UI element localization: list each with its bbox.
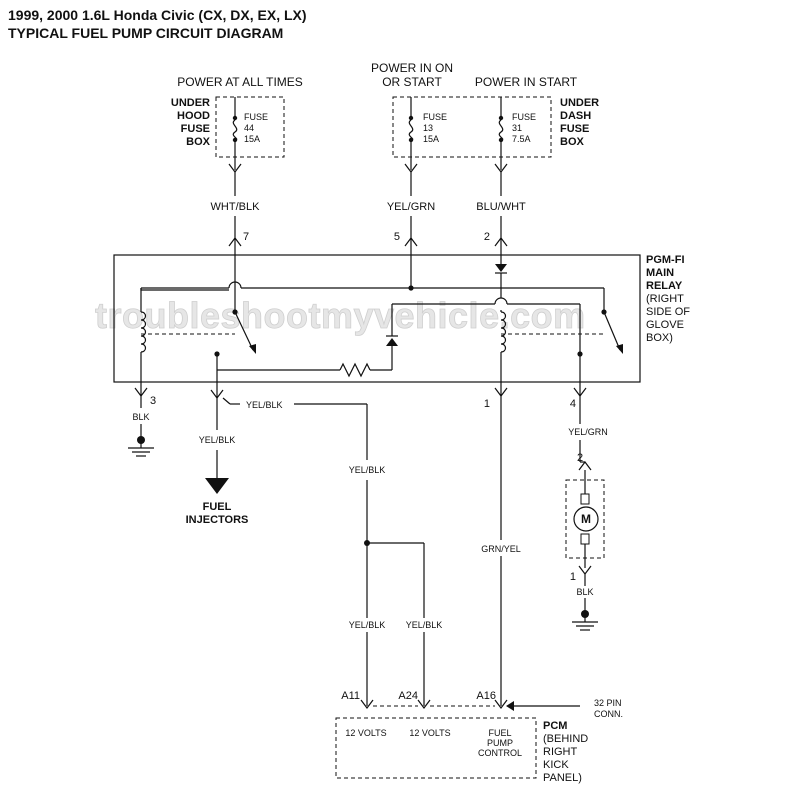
svg-text:RELAY: RELAY [646,280,683,292]
pump-pin-1: 1 [570,571,576,583]
svg-text:15A: 15A [423,134,439,144]
pcm-pin-a11: A11 [341,690,360,702]
wire-label-grn-yel: GRN/YEL [481,544,521,554]
title-line-1: 1999, 2000 1.6L Honda Civic (CX, DX, EX,… [8,7,307,23]
wire-yel-grn-top [404,157,418,255]
wire-label-yel-grn-top: YEL/GRN [387,201,435,213]
svg-text:7.5A: 7.5A [512,134,531,144]
svg-text:FUEL: FUEL [488,728,511,738]
relay-pin-3: 3 [150,395,156,407]
wire-label-yel-blk-injectors: YEL/BLK [199,435,236,445]
relay-internal-circuit [140,255,623,382]
svg-text:FUSE: FUSE [181,123,210,135]
svg-text:(RIGHT: (RIGHT [646,293,684,305]
wire-label-blk-pump: BLK [576,587,593,597]
svg-text:CONTROL: CONTROL [478,748,522,758]
pgm-fi-main-relay [113,254,641,383]
svg-text:13: 13 [423,123,433,133]
power-in-start-label: POWER IN START [475,75,578,89]
pump-pin-1-connector [572,565,598,631]
svg-text:PUMP: PUMP [487,738,513,748]
svg-text:MAIN: MAIN [646,267,674,279]
relay-pin-7: 7 [243,231,249,243]
wire-blu-wht [494,157,508,255]
pcm-pin-a24: A24 [398,690,418,702]
svg-text:KICK: KICK [543,759,569,771]
connector-note: 32 PIN CONN. [594,698,623,719]
svg-text:UNDER: UNDER [560,97,599,109]
power-all-times-label: POWER AT ALL TIMES [177,75,303,89]
svg-text:BOX): BOX) [646,332,673,344]
svg-text:UNDER: UNDER [171,97,210,109]
svg-text:(BEHIND: (BEHIND [543,733,588,745]
svg-text:RIGHT: RIGHT [543,746,578,758]
relay-pin-4: 4 [570,398,576,410]
svg-text:GLOVE: GLOVE [646,319,684,331]
title-line-2: TYPICAL FUEL PUMP CIRCUIT DIAGRAM [8,25,283,41]
fuse-44: FUSE 44 15A [232,97,268,157]
svg-text:HOOD: HOOD [177,110,210,122]
wire-label-yel-grn-pump: YEL/GRN [568,427,608,437]
pcm-term-a16: FUEL PUMP CONTROL [478,728,522,758]
relay-pin-2: 2 [484,231,490,243]
svg-text:SIDE OF: SIDE OF [646,306,690,318]
pcm-term-a11: 12 VOLTS [345,728,386,738]
svg-text:FUSE: FUSE [512,112,536,122]
wire-wht-blk [228,157,242,255]
pcm-box [335,717,537,779]
under-hood-fuse-box [215,96,285,158]
wire-label-blk-relay: BLK [132,412,149,422]
svg-text:31: 31 [512,123,522,133]
svg-text:PCM: PCM [543,720,567,732]
wire-label-yel-blk-a11: YEL/BLK [349,620,386,630]
wire-label-yel-blk-vertical: YEL/BLK [349,465,386,475]
svg-text:44: 44 [244,123,254,133]
svg-text:DASH: DASH [560,110,591,122]
relay-pin-5: 5 [394,231,400,243]
ground-relay [128,396,154,457]
relay-pin-4-connector [573,382,587,397]
under-dash-fuse-box [392,96,552,158]
svg-text:CONN.: CONN. [594,709,623,719]
svg-text:FUSE: FUSE [423,112,447,122]
pcm-connector [360,699,580,711]
svg-text:FUEL: FUEL [203,501,232,513]
power-on-start-label-2: OR START [382,75,442,89]
svg-text:BOX: BOX [560,136,585,148]
relay-pin-3-connector [134,382,148,397]
svg-text:15A: 15A [244,134,260,144]
power-on-start-label-1: POWER IN ON [371,61,453,75]
pcm-pin-a16: A16 [476,690,496,702]
wire-label-yel-blk-a24: YEL/BLK [406,620,443,630]
svg-text:32 PIN: 32 PIN [594,698,622,708]
under-dash-fuse-box-label: UNDER DASH FUSE BOX [560,97,599,148]
fuse-13: FUSE 13 15A [408,97,447,157]
svg-text:BOX: BOX [186,136,211,148]
wire-label-blu-wht: BLU/WHT [476,201,526,213]
pcm-term-a24: 12 VOLTS [409,728,450,738]
watermark: troubleshootmyvehicle.com [95,295,586,336]
svg-text:FUSE: FUSE [244,112,268,122]
svg-text:INJECTORS: INJECTORS [186,514,249,526]
wire-label-wht-blk: WHT/BLK [211,201,261,213]
pcm-label: PCM (BEHIND RIGHT KICK PANEL) [543,720,588,784]
relay-left-output-connector [210,382,224,399]
svg-text:FUSE: FUSE [560,123,589,135]
pump-pin-2: 2 [577,452,583,464]
wire-yel-blk-injectors [205,397,425,706]
fuel-pump-motor: M [565,479,605,568]
motor-letter: M [581,512,591,526]
svg-text:PANEL): PANEL) [543,772,582,784]
relay-pin-1-connector [494,382,508,397]
under-hood-fuse-box-label: UNDER HOOD FUSE BOX [171,97,211,148]
relay-label: PGM-FI MAIN RELAY (RIGHT SIDE OF GLOVE B… [646,254,690,344]
wire-yel-grn-pump [578,396,592,480]
fuse-31: FUSE 31 7.5A [498,97,536,157]
relay-pin-1: 1 [484,398,490,410]
wire-label-yel-blk-branch: YEL/BLK [246,400,283,410]
svg-text:PGM-FI: PGM-FI [646,254,685,266]
fuel-injectors-label: FUEL INJECTORS [186,501,249,526]
